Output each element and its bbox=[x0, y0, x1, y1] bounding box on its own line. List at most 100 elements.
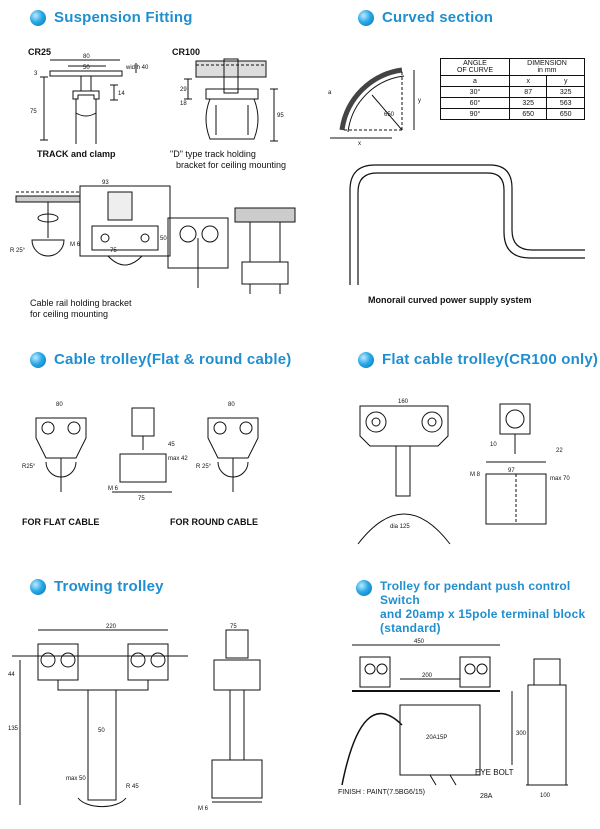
dim-a: a bbox=[328, 90, 332, 96]
pendant-trolley-drawing: 450 200 300 100 20A15P bbox=[341, 639, 568, 799]
dim-97: 97 bbox=[508, 468, 515, 474]
table-header-angle-2: OF CURVE bbox=[456, 67, 493, 74]
title-line-3: (standard) bbox=[380, 621, 441, 635]
title-line-2: and 20amp x 15pole terminal block bbox=[380, 607, 586, 621]
dim-75: 75 bbox=[138, 496, 145, 502]
caption-d-type-1: "D" type track holding bbox=[170, 149, 256, 159]
dim-50: 50 bbox=[83, 65, 90, 71]
dim-width40: width 40 bbox=[125, 65, 149, 71]
section-title-trowing: Trowing trolley bbox=[30, 578, 164, 595]
dim-m6: M 6 bbox=[198, 806, 209, 812]
title-text: Flat cable trolley(CR100 only) bbox=[382, 351, 599, 368]
bullet-icon bbox=[356, 580, 372, 596]
label-finish: FINISH : PAINT(7.5BG6/15) bbox=[338, 789, 426, 796]
label-cr25: CR25 bbox=[28, 47, 52, 57]
dim-200: 200 bbox=[422, 673, 433, 679]
flat-cable-trolley-drawing: 160 10 22 M 8 97 max 70 dia 125 bbox=[357, 399, 570, 545]
table-header-angle: ANGLE OF CURVE bbox=[440, 58, 510, 76]
caption-round-cable: FOR ROUND CABLE bbox=[170, 517, 258, 527]
dim-93: 93 bbox=[102, 180, 109, 186]
dim-22: 22 bbox=[556, 448, 563, 454]
table-sub-a: a bbox=[440, 75, 510, 87]
dim-3: 3 bbox=[34, 71, 38, 77]
label-part-28a: 28A bbox=[480, 793, 493, 800]
dim-14: 14 bbox=[118, 91, 125, 97]
cr25-track-clamp-drawing: 80 50 width 40 3 75 14 bbox=[30, 54, 149, 144]
dim-r25b: R 25° bbox=[196, 464, 212, 470]
table-cell: 650 bbox=[546, 108, 585, 120]
section-title-cable-trolley: Cable trolley(Flat & round cable) bbox=[30, 351, 291, 368]
dim-75: 75 bbox=[230, 624, 237, 630]
dim-100: 100 bbox=[540, 793, 551, 799]
caption-d-type-2: bracket for ceiling mounting bbox=[176, 160, 287, 170]
dim-10: 10 bbox=[490, 442, 497, 448]
table-cell: 30° bbox=[440, 86, 510, 98]
caption-track-clamp: TRACK and clamp bbox=[37, 149, 116, 159]
curve-dimension-table: ANGLE OF CURVE DIMENSION in mm a x y 30°… bbox=[440, 58, 586, 120]
dim-x: x bbox=[358, 141, 361, 147]
bullet-icon bbox=[30, 579, 46, 595]
table-header-dimension-2: in mm bbox=[537, 67, 557, 74]
dim-44: 44 bbox=[8, 672, 15, 678]
title-text: Trolley for pendant push control Switch … bbox=[380, 579, 600, 635]
dim-r25: R25° bbox=[22, 464, 36, 470]
dim-80: 80 bbox=[83, 54, 90, 60]
section-title-suspension: Suspension Fitting bbox=[30, 9, 193, 26]
trowing-trolley-drawing: 220 44 135 50 max 50 R 45 75 M 6 bbox=[8, 624, 263, 812]
bullet-icon bbox=[30, 10, 46, 26]
dim-max42: max 42 bbox=[168, 456, 188, 462]
curved-section-drawing: a x y 650 bbox=[328, 67, 421, 147]
dim-r25: R 25° bbox=[10, 248, 26, 254]
table-cell: 650 bbox=[508, 108, 548, 120]
dim-50b: 50 bbox=[160, 236, 167, 242]
table-cell: 87 bbox=[508, 86, 548, 98]
cable-trolley-drawing: 80 R25° 45 max 42 M 6 75 80 R 25° bbox=[22, 402, 259, 502]
dim-29: 29 bbox=[180, 87, 187, 93]
dim-135: 135 bbox=[8, 726, 19, 732]
caption-cable-rail-1: Cable rail holding bracket bbox=[30, 298, 132, 308]
title-text: Trowing trolley bbox=[54, 578, 164, 595]
dim-45: 45 bbox=[168, 442, 175, 448]
dim-220: 220 bbox=[106, 624, 117, 630]
section-title-pendant: Trolley for pendant push control Switch … bbox=[356, 579, 600, 635]
dim-18: 18 bbox=[180, 101, 187, 107]
title-text: Curved section bbox=[382, 9, 494, 26]
dim-50: 50 bbox=[98, 728, 105, 734]
dim-m6: M 6 bbox=[70, 242, 81, 248]
caption-cable-rail-2: for ceiling mounting bbox=[30, 309, 109, 319]
table-cell: 60° bbox=[440, 97, 510, 109]
caption-flat-cable: FOR FLAT CABLE bbox=[22, 517, 100, 527]
dim-max50: max 50 bbox=[66, 776, 86, 782]
table-header-angle-1: ANGLE bbox=[463, 60, 487, 67]
dim-max70: max 70 bbox=[550, 476, 570, 482]
dim-y: y bbox=[418, 98, 421, 104]
dim-75b: 75 bbox=[110, 248, 117, 254]
table-sub-x: x bbox=[508, 75, 548, 87]
bullet-icon bbox=[358, 10, 374, 26]
box-label: 20A15P bbox=[426, 735, 447, 741]
table-header-dimension-1: DIMENSION bbox=[527, 60, 567, 67]
dim-r650: 650 bbox=[384, 112, 395, 118]
table-row: 60° 325 563 bbox=[440, 97, 585, 109]
dim-95: 95 bbox=[277, 113, 284, 119]
table-cell: 563 bbox=[546, 97, 585, 109]
title-text: Cable trolley(Flat & round cable) bbox=[54, 351, 292, 368]
dim-80: 80 bbox=[56, 402, 63, 408]
title-text: Suspension Fitting bbox=[54, 9, 193, 26]
table-row: 30° 87 325 bbox=[440, 86, 585, 98]
dim-m6: M 6 bbox=[108, 486, 119, 492]
title-line-1: Trolley for pendant push control Switch bbox=[380, 579, 571, 607]
section-title-curved: Curved section bbox=[358, 9, 493, 26]
bullet-icon bbox=[30, 352, 46, 368]
table-sub-y: y bbox=[546, 75, 585, 87]
table-cell: 325 bbox=[508, 97, 548, 109]
table-header-dimension: DIMENSION in mm bbox=[508, 58, 586, 76]
monorail-curved-drawing bbox=[349, 164, 585, 285]
dim-m8: M 8 bbox=[470, 472, 481, 478]
table-cell: 325 bbox=[546, 86, 585, 98]
caption-monorail: Monorail curved power supply system bbox=[368, 295, 532, 305]
dim-dia125: dia 125 bbox=[390, 524, 410, 530]
cr100-d-holding-bracket-drawing: 29 18 95 bbox=[180, 58, 284, 142]
dim-160: 160 bbox=[398, 399, 409, 405]
label-cr100: CR100 bbox=[172, 47, 201, 57]
